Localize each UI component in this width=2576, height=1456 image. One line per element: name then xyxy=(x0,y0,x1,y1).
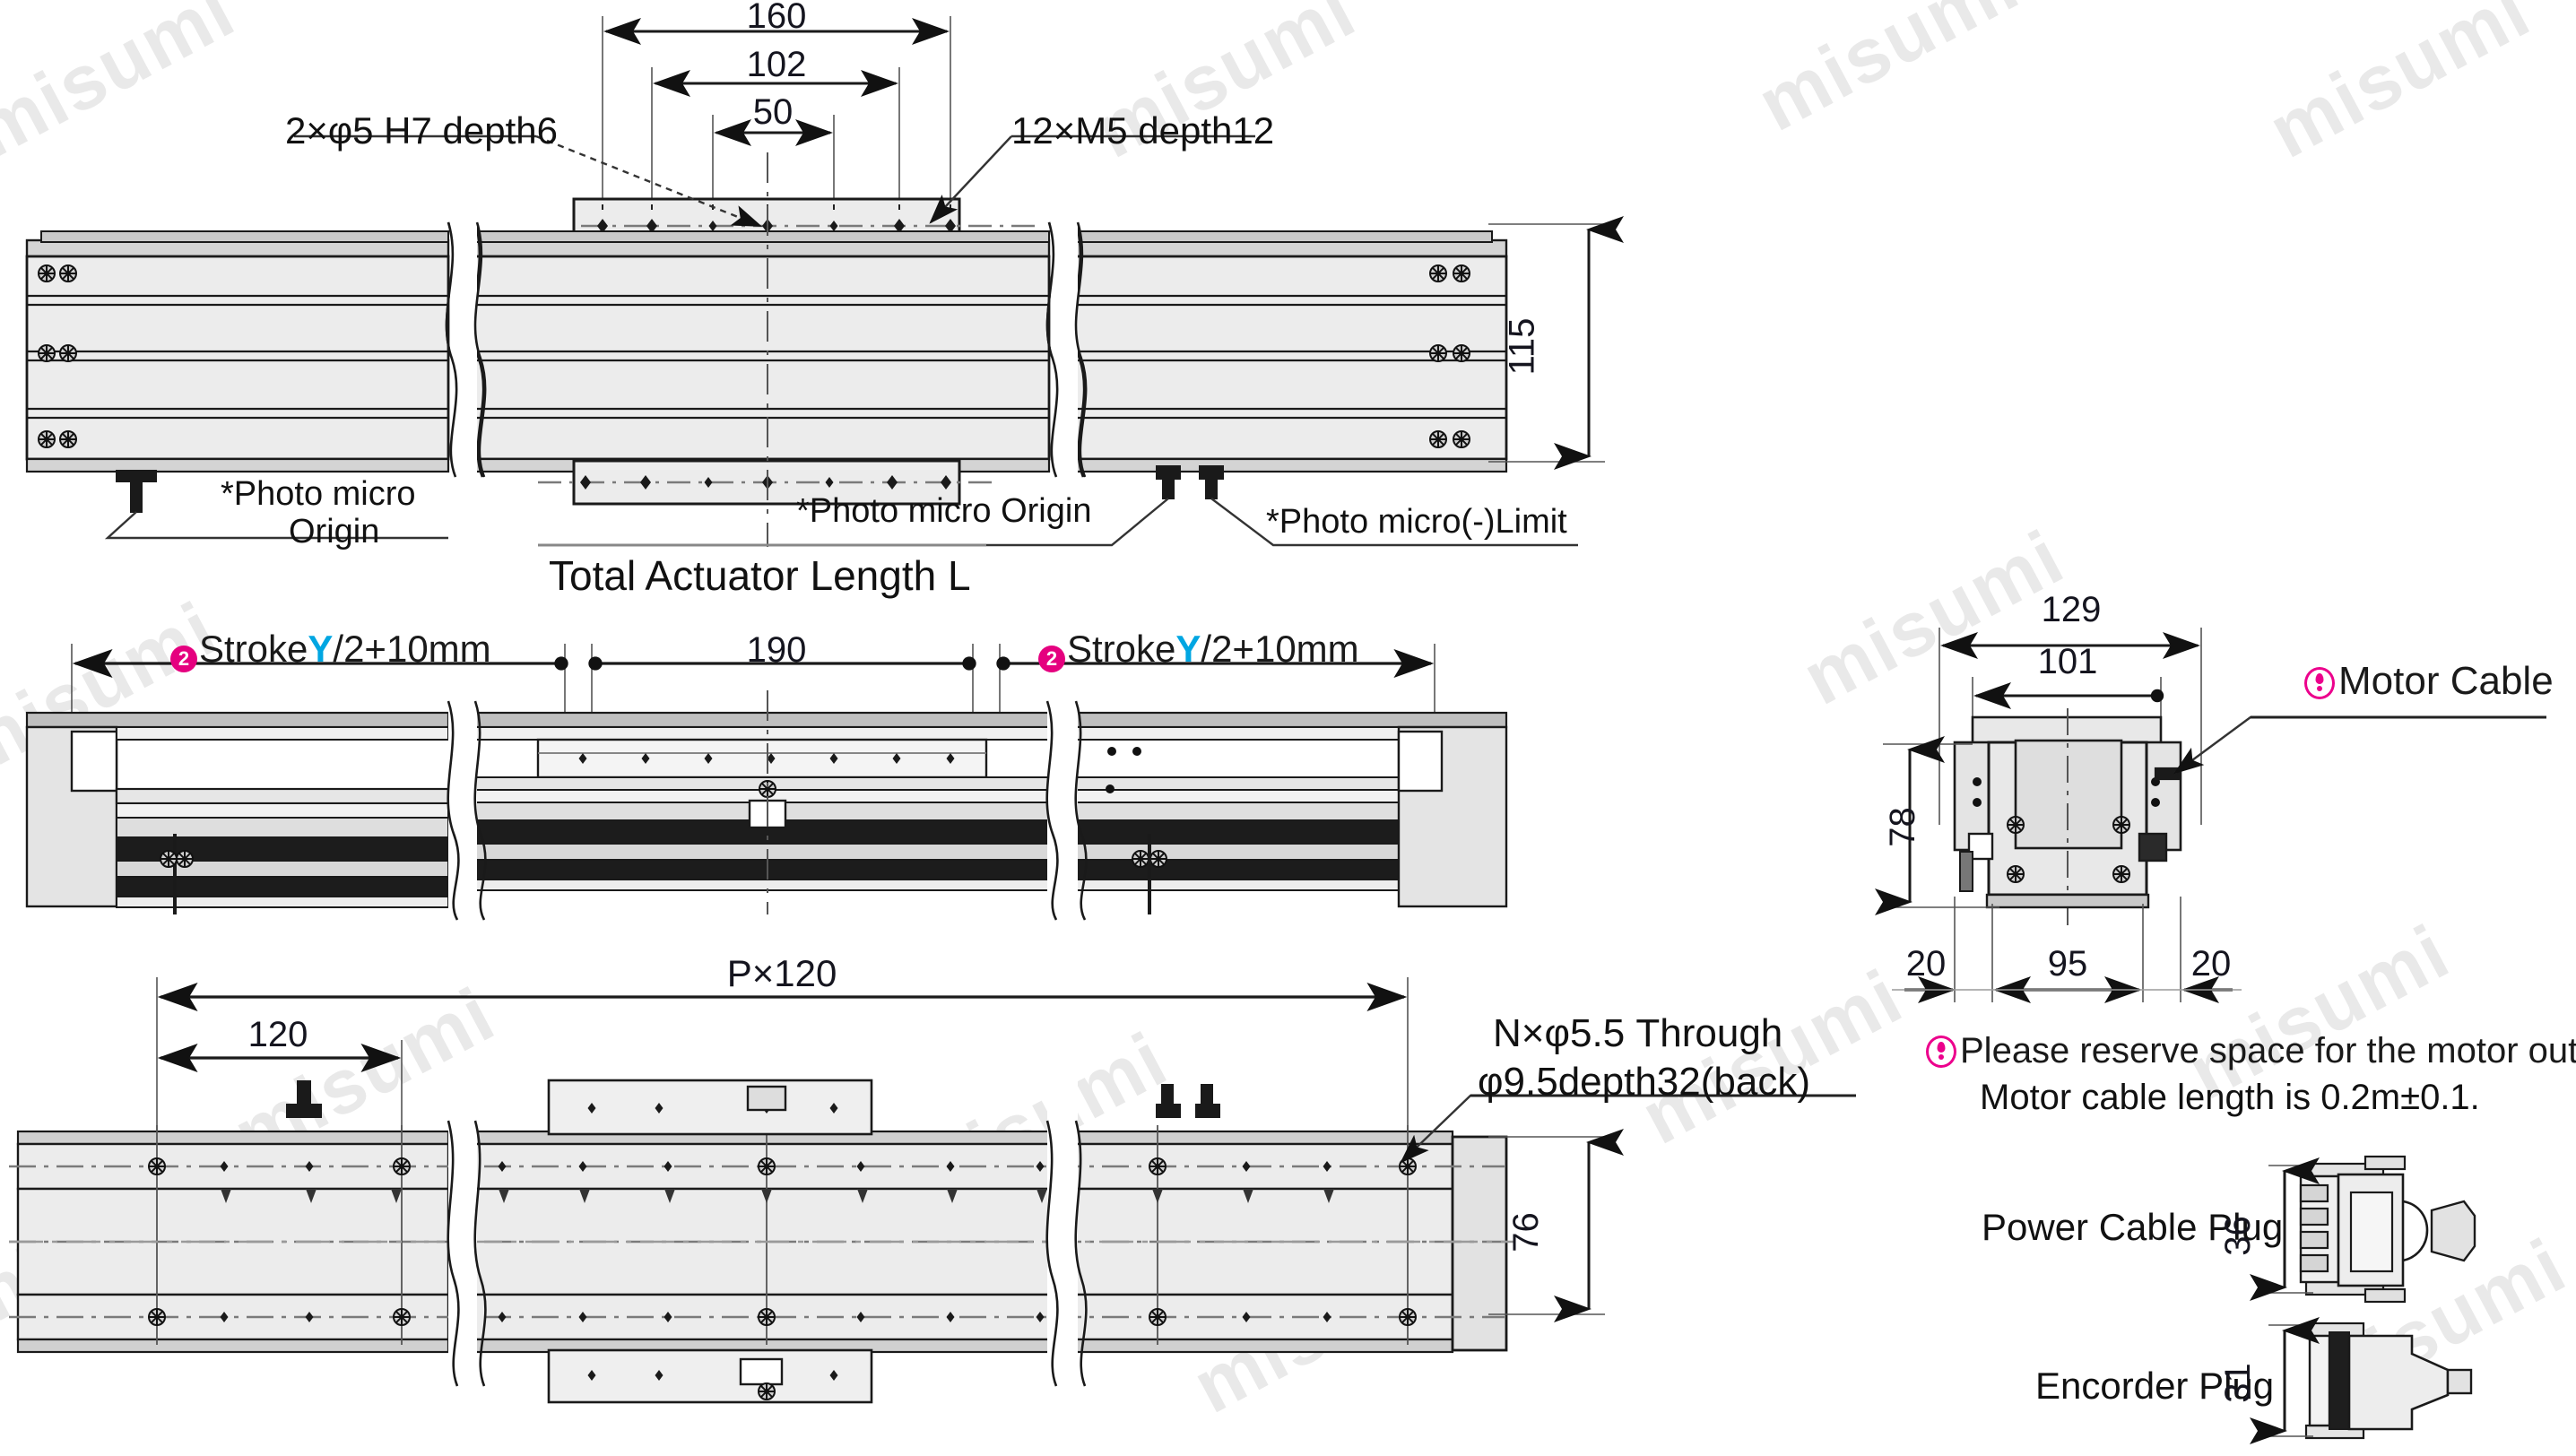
callout-through-holes-line1: N×φ5.5 Through xyxy=(1493,1011,1783,1055)
callout-photo-micro-limit: *Photo micro(-)Limit xyxy=(1266,503,1567,541)
callout-motor-cable: Motor Cable xyxy=(2304,659,2554,704)
plug-encoder-label: Encorder Plug xyxy=(2035,1365,2275,1407)
dimension-20-right: 20 xyxy=(2190,944,2232,984)
badge-2-right: 2 xyxy=(1038,646,1065,672)
plug-encoder-dimension: 31 xyxy=(2217,1363,2258,1403)
motor-cable-label: Motor Cable xyxy=(2338,659,2554,703)
warning-icon xyxy=(2304,667,2335,699)
motor-note-line2: Motor cable length is 0.2m±0.1. xyxy=(1980,1078,2480,1117)
dimension-102: 102 xyxy=(746,45,807,84)
plug-power-cable-label: Power Cable Plug xyxy=(1982,1206,2284,1248)
stroke-text-left: Stroke xyxy=(199,628,308,670)
dimension-190: 190 xyxy=(746,630,807,670)
dimension-20-left: 20 xyxy=(1905,944,1947,984)
callout-photo-micro-origin-left-line2: Origin xyxy=(289,513,380,550)
dimension-160: 160 xyxy=(746,0,807,36)
callout-photo-micro-origin-left-line1: *Photo micro xyxy=(221,475,416,513)
dimension-120: 120 xyxy=(247,1015,308,1054)
dimension-129: 129 xyxy=(2041,590,2102,629)
callout-photo-micro-origin-mid: *Photo micro Origin xyxy=(796,492,1092,530)
badge-2-left: 2 xyxy=(170,646,197,672)
dimension-50: 50 xyxy=(752,92,794,132)
dimension-76: 76 xyxy=(1505,1212,1546,1252)
axis-y-left: Y xyxy=(308,628,334,670)
stroke-suffix-left: /2+10mm xyxy=(333,628,491,670)
dimension-115: 115 xyxy=(1502,317,1542,376)
callout-tapped-holes: 12×M5 depth12 xyxy=(1011,109,1275,152)
callout-dowel-holes: 2×φ5 H7 depth6 xyxy=(285,109,558,152)
warning-icon xyxy=(1926,1036,1956,1068)
callout-through-holes-line2: φ9.5depth32(back) xyxy=(1478,1060,1810,1104)
dimension-101: 101 xyxy=(2037,642,2098,681)
stroke-suffix-right: /2+10mm xyxy=(1201,628,1359,670)
plug-power-cable-dimension: 36 xyxy=(2217,1216,2258,1256)
dimension-px120: P×120 xyxy=(726,952,837,994)
dimension-78: 78 xyxy=(1882,807,1922,847)
motor-note-line1: Please reserve space for the motor outle… xyxy=(1926,1031,2576,1071)
axis-y-right: Y xyxy=(1175,628,1201,670)
total-actuator-length-label: Total Actuator Length L xyxy=(549,552,971,599)
stroke-text-right: Stroke xyxy=(1067,628,1176,670)
motor-note-text-1: Please reserve space for the motor outle… xyxy=(1960,1031,2576,1070)
dimension-95: 95 xyxy=(2047,944,2088,984)
